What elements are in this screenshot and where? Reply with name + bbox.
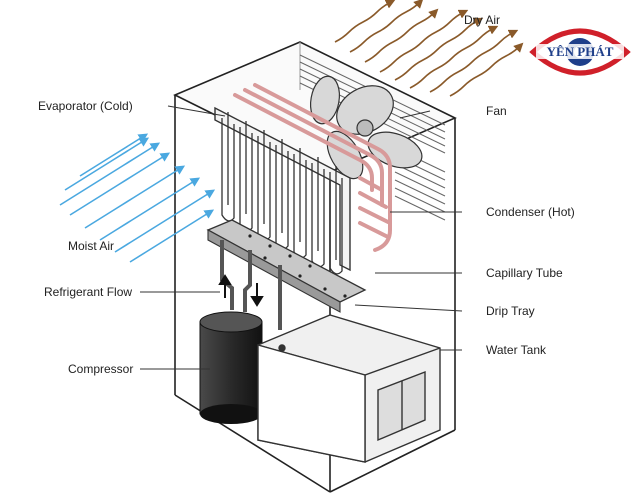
label-dry-air: Dry Air <box>464 13 500 27</box>
eye-logo-icon: YÊN PHÁT <box>529 28 631 76</box>
refrigerant-flow-arrows <box>218 274 264 307</box>
label-fan: Fan <box>486 104 507 118</box>
dry-air-arrows <box>334 0 524 97</box>
label-capillary-tube: Capillary Tube <box>486 266 563 280</box>
label-condenser: Condenser (Hot) <box>486 205 575 219</box>
moist-air-arrows <box>59 133 216 263</box>
label-water-tank: Water Tank <box>486 343 547 357</box>
drip-tray <box>206 219 367 313</box>
label-evaporator: Evaporator (Cold) <box>38 99 133 113</box>
label-drip-tray: Drip Tray <box>486 304 535 318</box>
compressor <box>199 311 263 424</box>
label-refrigerant-flow: Refrigerant Flow <box>44 285 132 299</box>
label-moist-air: Moist Air <box>68 239 114 253</box>
leader-lines <box>140 105 463 370</box>
label-compressor: Compressor <box>68 362 133 376</box>
condenser-coil <box>233 83 392 252</box>
water-tank <box>257 314 441 463</box>
fan <box>309 75 423 180</box>
logo-text: YÊN PHÁT <box>547 44 614 59</box>
